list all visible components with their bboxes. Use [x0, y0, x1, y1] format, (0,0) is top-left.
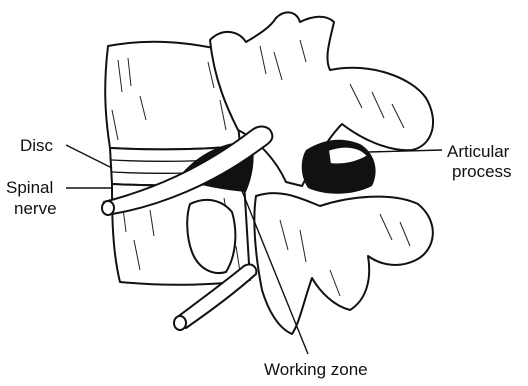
articular-facet [302, 140, 376, 194]
disc-leader-line [66, 145, 112, 168]
articular-process-label-line1: Articular [447, 142, 510, 161]
lower-posterior-elements [254, 193, 432, 334]
articular-process-label-line2: process [452, 162, 512, 181]
spinal-nerve-label-line2: nerve [14, 199, 57, 218]
disc-label: Disc [20, 136, 54, 155]
working-zone-label: Working zone [264, 360, 368, 379]
articular-leader-line [368, 150, 442, 152]
spinal-nerve-label-line1: Spinal [6, 178, 53, 197]
